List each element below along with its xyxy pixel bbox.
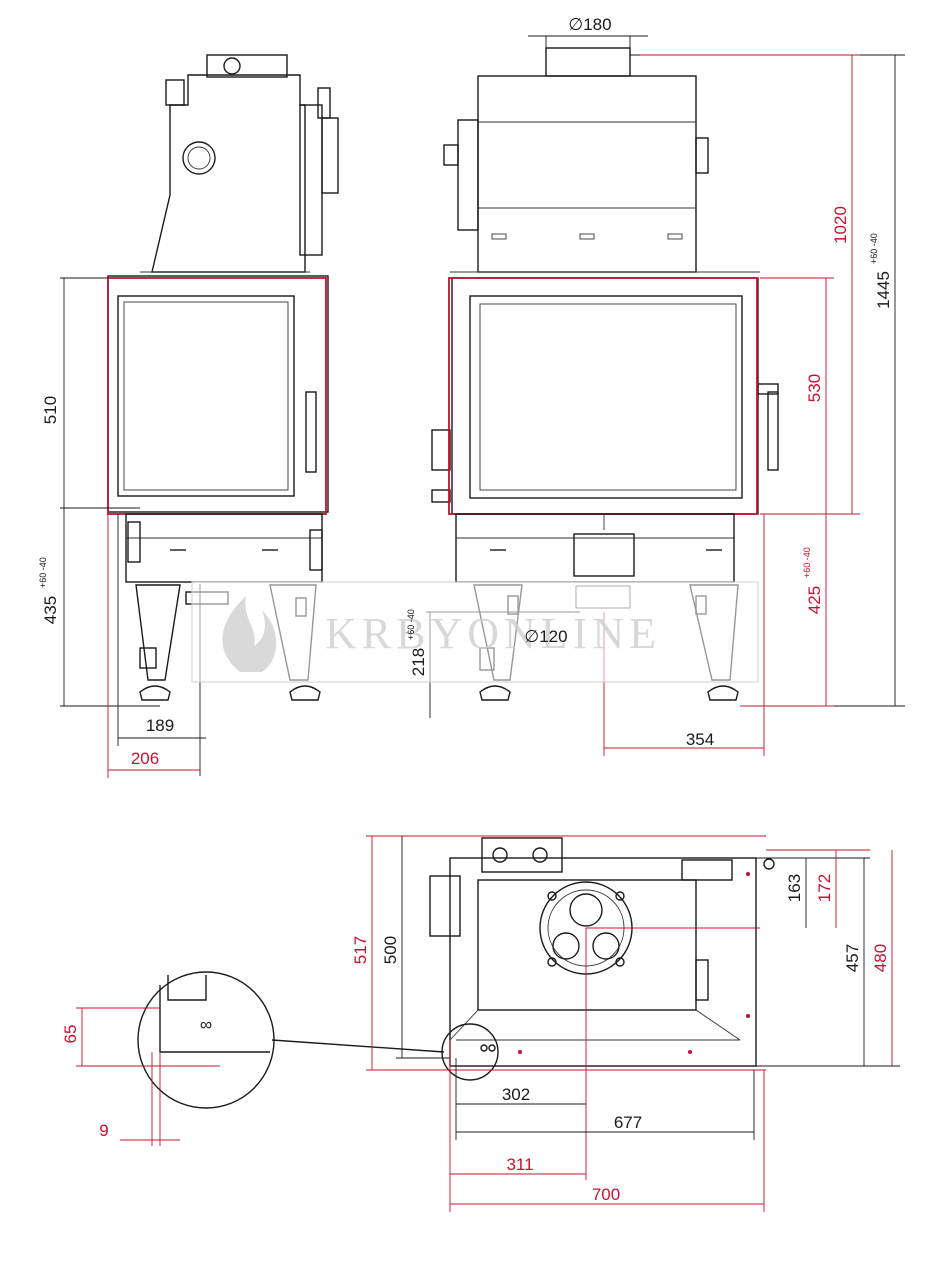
watermark: KRBYONLINE — [191, 581, 759, 683]
dim-plan-457: 457 — [843, 944, 862, 972]
dim-plan-163: 163 — [785, 874, 804, 902]
dim-total-height-tol: +60 -40 — [869, 233, 879, 264]
dim-plan-700: 700 — [592, 1185, 620, 1204]
side-view — [107, 54, 339, 701]
dim-plan-172: 172 — [815, 874, 834, 902]
dimension-lines — [60, 35, 905, 1212]
dim-base-height-left: 435 — [41, 596, 60, 624]
plan-view: ∞ — [137, 837, 775, 1180]
dim-side-189: 189 — [146, 716, 174, 735]
dim-air-inlet-diameter: ∅120 — [524, 627, 567, 646]
dim-plan-677: 677 — [614, 1113, 642, 1132]
dim-plan-311: 311 — [506, 1155, 533, 1174]
flame-icon — [222, 596, 277, 672]
dim-glass-height-front: 530 — [805, 374, 824, 402]
dim-plan-302: 302 — [502, 1085, 530, 1104]
dim-plan-517: 517 — [351, 936, 370, 964]
dim-top-height: 1020 — [831, 206, 850, 244]
dim-glass-height-side: 510 — [41, 396, 60, 424]
dim-base-height-right-tol: +60 -40 — [802, 547, 812, 578]
svg-text:∞: ∞ — [200, 1015, 212, 1034]
dim-detail-9: 9 — [99, 1121, 108, 1140]
dim-detail-65: 65 — [61, 1025, 80, 1044]
dim-air-inlet-height: 218 — [409, 648, 428, 676]
dim-air-inlet-height-tol: +60 -40 — [406, 609, 416, 640]
watermark-text: KRBYONLINE — [325, 609, 661, 658]
dim-plan-480: 480 — [871, 944, 890, 972]
dim-total-height: 1445 — [874, 271, 893, 309]
dim-side-206: 206 — [131, 749, 159, 768]
dim-front-354: 354 — [686, 730, 714, 749]
dim-plan-500: 500 — [381, 936, 400, 964]
dimension-labels: ∅180 1445 +60 -40 1020 530 425 +60 -40 5… — [38, 15, 893, 1204]
dim-base-height-right: 425 — [805, 586, 824, 614]
dim-flue-diameter: ∅180 — [568, 15, 611, 34]
dim-base-height-left-tol: +60 -40 — [38, 557, 48, 588]
